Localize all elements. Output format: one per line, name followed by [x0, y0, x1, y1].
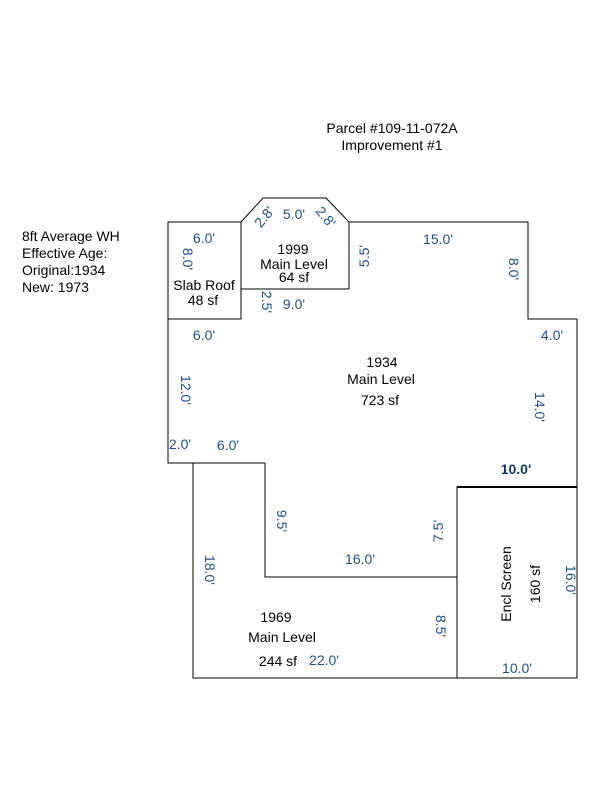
dim-9-0: 9.0' [283, 296, 305, 312]
dim-8-0-left: 8.0' [180, 248, 196, 270]
dim-8-0-right: 8.0' [506, 258, 522, 280]
effective-age-label: Effective Age: [22, 245, 107, 261]
dim-22-0: 22.0' [309, 652, 339, 668]
dim-16-0-horizontal: 16.0' [345, 551, 375, 567]
dim-7-5: 7.5' [430, 520, 446, 542]
dim-2-5: 2.5' [259, 291, 275, 313]
parcel-number: Parcel #109-11-072A [326, 120, 458, 136]
area-1934-year: 1934 [366, 354, 397, 370]
dim-4-0: 4.0' [541, 327, 563, 343]
encl-screen-outline [456, 486, 578, 679]
area-1999-year: 1999 [277, 241, 308, 257]
new-year-note: New: 1973 [22, 279, 89, 295]
dim-5-5: 5.5' [356, 245, 372, 267]
dim-12-0: 12.0' [178, 375, 194, 405]
improvement-number: Improvement #1 [341, 137, 442, 153]
area-1999-size: 64 sf [279, 269, 309, 285]
dim-8-5: 8.5' [433, 615, 449, 637]
area-1999-name: Main Level [260, 256, 328, 272]
wall-height-note: 8ft Average WH [22, 228, 120, 244]
slab-roof-name: Slab Roof [173, 277, 235, 293]
dim-14-0: 14.0' [532, 392, 548, 422]
dim-2-0: 2.0' [169, 436, 191, 452]
dim-15-0: 15.0' [423, 231, 453, 247]
dim-18-0: 18.0' [202, 555, 218, 585]
area-1969-size: 244 sf [259, 653, 297, 669]
area-1969-year: 1969 [260, 609, 291, 625]
dim-10-0-bottom: 10.0' [502, 660, 532, 676]
area-1969-name: Main Level [248, 629, 316, 645]
dim-9-5: 9.5' [274, 510, 290, 532]
dim-6-0-low: 6.0' [217, 437, 239, 453]
encl-screen-name: Encl Screen [498, 546, 514, 621]
dim-5-0: 5.0' [283, 206, 305, 222]
dim-6-0-mid: 6.0' [193, 327, 215, 343]
area-1934-size: 723 sf [361, 392, 399, 408]
area-1934-name: Main Level [347, 371, 415, 387]
dim-6-0-top: 6.0' [193, 230, 215, 246]
dim-10-0-top: 10.0' [501, 461, 532, 477]
original-year-note: Original:1934 [22, 262, 105, 278]
dim-16-0-vertical: 16.0' [563, 565, 579, 595]
area-1969-outline [192, 462, 458, 679]
slab-roof-size: 48 sf [188, 292, 218, 308]
encl-screen-size: 160 sf [527, 565, 543, 603]
